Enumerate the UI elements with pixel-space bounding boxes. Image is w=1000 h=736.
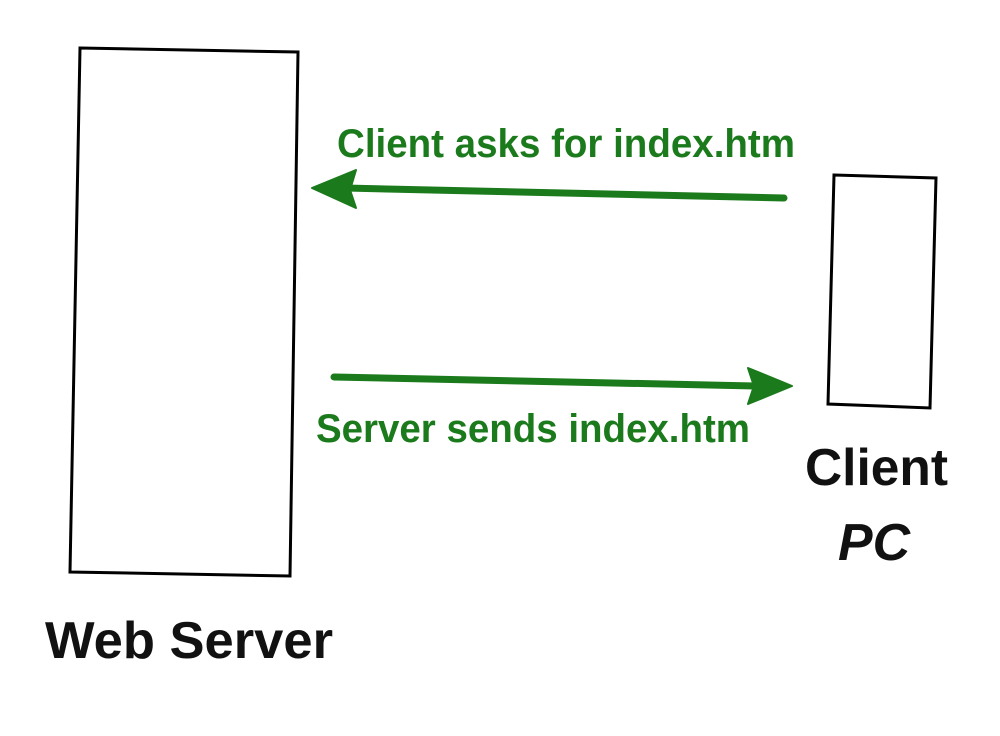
web-server-box: [68, 46, 300, 578]
response-label: Server sends index.htm: [316, 407, 750, 451]
request-label: Client asks for index.htm: [337, 122, 795, 166]
response-arrow-line: [330, 373, 759, 390]
web-server-label: Web Server: [45, 612, 333, 670]
client-pc-box: [826, 173, 938, 410]
response-arrow-head: [747, 367, 793, 405]
request-arrow-head: [311, 169, 357, 209]
client-label-line1: Client: [805, 439, 948, 497]
client-label-line2: PC: [838, 514, 911, 572]
request-arrow-line: [341, 184, 788, 202]
